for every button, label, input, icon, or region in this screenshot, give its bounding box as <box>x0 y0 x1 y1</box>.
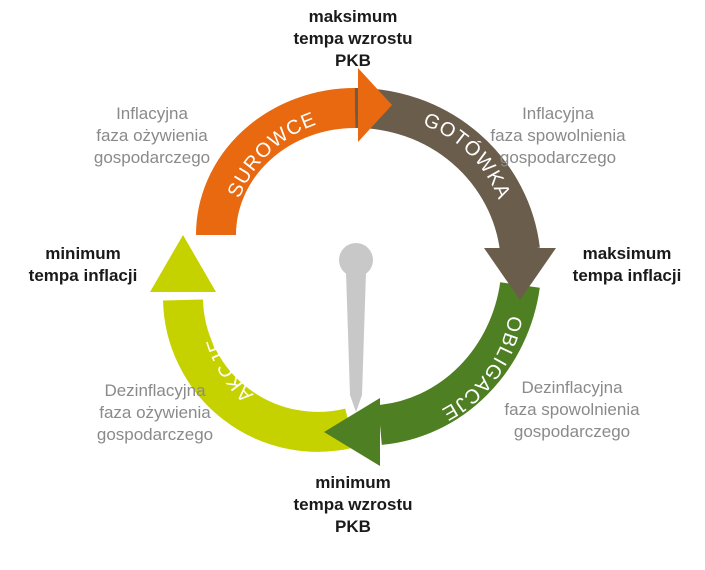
label-right-line1: maksimum <box>582 244 672 263</box>
phase-bottom-left-line1: Dezinflacyjna <box>104 381 206 400</box>
label-right: maksimum tempa inflacji <box>552 243 702 287</box>
segment-gotowka <box>354 87 540 253</box>
label-bottom-line3: PKB <box>335 517 371 536</box>
label-left: minimum tempa inflacji <box>8 243 158 287</box>
phase-bottom-left-line3: gospodarczego <box>96 425 214 444</box>
label-top-line2: tempa wzrostu <box>293 29 413 48</box>
phase-top-left-line3: gospodarczego <box>93 148 211 167</box>
phase-top-right-line2: faza spowolnienia <box>490 126 626 145</box>
label-top-line1: maksimum <box>308 7 398 26</box>
phase-top-right-line1: Inflacyjna <box>522 104 594 123</box>
clock-needle <box>339 243 373 412</box>
arrowhead-akcje <box>150 235 216 292</box>
label-top-line3: PKB <box>335 51 371 70</box>
phase-top-left: Inflacyjna faza ożywienia gospodarczego <box>52 103 252 169</box>
phase-bottom-left-line2: faza ożywienia <box>99 403 211 422</box>
arrowhead-surowce <box>358 68 392 142</box>
label-bottom-line2: tempa wzrostu <box>293 495 413 514</box>
segment-akcje <box>163 299 355 452</box>
phase-bottom-left: Dezinflacyjna faza ożywienia gospodarcze… <box>55 380 255 446</box>
phase-top-right-line3: gospodarczego <box>499 148 617 167</box>
segment-obligacje <box>377 281 540 445</box>
phase-bottom-right-line2: faza spowolnienia <box>504 400 640 419</box>
label-left-line2: tempa inflacji <box>28 266 138 285</box>
arrowhead-obligacje <box>324 398 380 466</box>
phase-bottom-right: Dezinflacyjna faza spowolnienia gospodar… <box>472 377 672 443</box>
phase-top-right: Inflacyjna faza spowolnienia gospodarcze… <box>458 103 658 169</box>
segment-surowce <box>196 88 356 236</box>
phase-bottom-right-line3: gospodarczego <box>513 422 631 441</box>
phase-top-left-line2: faza ożywienia <box>96 126 208 145</box>
label-right-line2: tempa inflacji <box>572 266 682 285</box>
label-top: maksimum tempa wzrostu PKB <box>268 6 438 72</box>
arrowhead-gotowka <box>484 248 556 300</box>
label-bottom-line1: minimum <box>315 473 391 492</box>
label-bottom: minimum tempa wzrostu PKB <box>268 472 438 538</box>
phase-bottom-right-line1: Dezinflacyjna <box>521 378 623 397</box>
label-left-line1: minimum <box>45 244 121 263</box>
phase-top-left-line1: Inflacyjna <box>116 104 188 123</box>
